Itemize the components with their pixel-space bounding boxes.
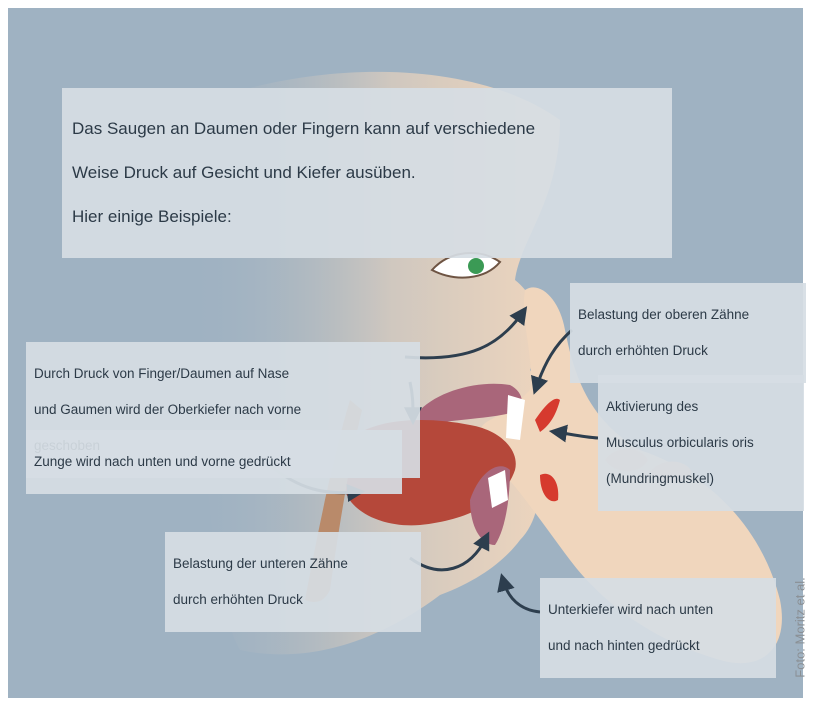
label-line: Belastung der oberen Zähne — [578, 306, 798, 324]
label-line: durch erhöhten Druck — [173, 591, 413, 609]
photo-credit: Foto: Moritz et al. — [792, 577, 807, 677]
label-line: Musculus orbicularis oris — [606, 434, 796, 452]
label-lower-teeth: Belastung der unteren Zähne durch erhöht… — [165, 532, 421, 632]
label-line: Durch Druck von Finger/Daumen auf Nase — [34, 365, 412, 383]
label-upper-teeth: Belastung der oberen Zähne durch erhöhte… — [570, 283, 806, 383]
label-line: Unterkiefer wird nach unten — [548, 601, 768, 619]
intro-line: Hier einige Beispiele: — [72, 206, 662, 228]
label-orbicularis: Aktivierung des Musculus orbicularis ori… — [598, 375, 804, 511]
label-line: Aktivierung des — [606, 398, 796, 416]
intro-line: Weise Druck auf Gesicht und Kiefer ausüb… — [72, 162, 662, 184]
label-lower-jaw: Unterkiefer wird nach unten und nach hin… — [540, 578, 776, 678]
eye-iris — [468, 258, 484, 274]
label-line: und Gaumen wird der Oberkiefer nach vorn… — [34, 401, 412, 419]
label-line: Belastung der unteren Zähne — [173, 555, 413, 573]
label-line: (Mundringmuskel) — [606, 470, 796, 488]
intro-line: Das Saugen an Daumen oder Fingern kann a… — [72, 118, 662, 140]
label-line: Zunge wird nach unten und vorne gedrückt — [34, 453, 394, 471]
label-line: und nach hinten gedrückt — [548, 637, 768, 655]
intro-text: Das Saugen an Daumen oder Fingern kann a… — [62, 88, 672, 258]
label-line: durch erhöhten Druck — [578, 342, 798, 360]
label-tongue: Zunge wird nach unten und vorne gedrückt — [26, 430, 402, 494]
